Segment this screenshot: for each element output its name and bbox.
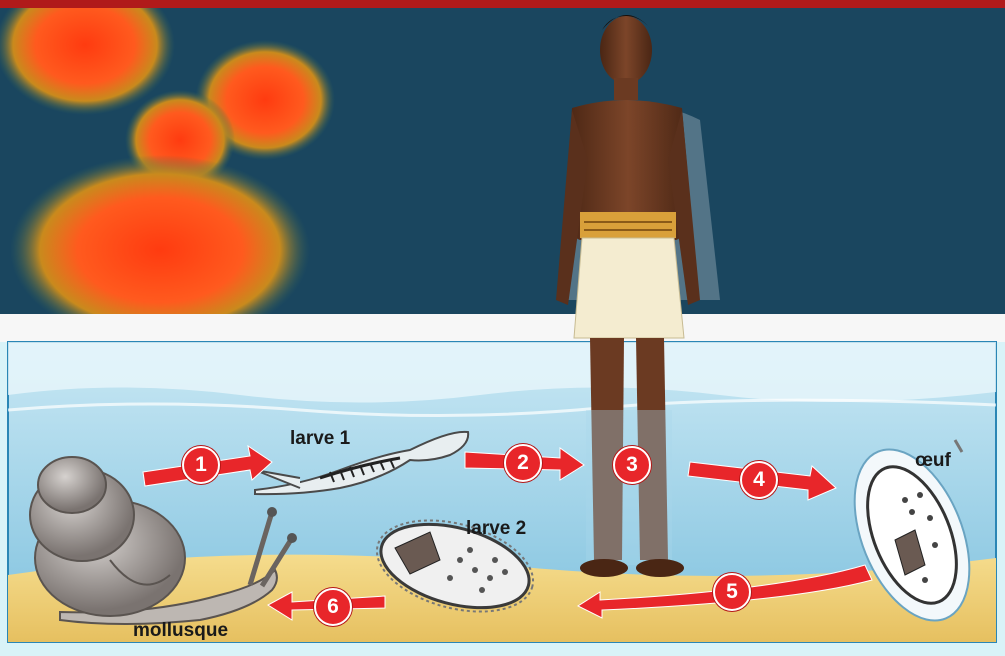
belt xyxy=(580,212,676,238)
mollusc-label: mollusque xyxy=(133,620,228,642)
step-4-badge: 4 xyxy=(740,461,778,499)
left-foot xyxy=(580,559,628,577)
step-2-badge: 2 xyxy=(504,444,542,482)
right-foot xyxy=(636,559,684,577)
step-1-badge: 1 xyxy=(182,446,220,484)
egg-label: œuf xyxy=(915,450,951,472)
head xyxy=(600,16,652,84)
loincloth xyxy=(574,238,684,338)
step-6-badge: 6 xyxy=(314,588,352,626)
surface-band xyxy=(0,314,1005,342)
larva-2-label: larve 2 xyxy=(466,518,526,540)
step-5-badge: 5 xyxy=(713,573,751,611)
larva-1-label: larve 1 xyxy=(290,428,350,450)
step-3-badge: 3 xyxy=(613,446,651,484)
